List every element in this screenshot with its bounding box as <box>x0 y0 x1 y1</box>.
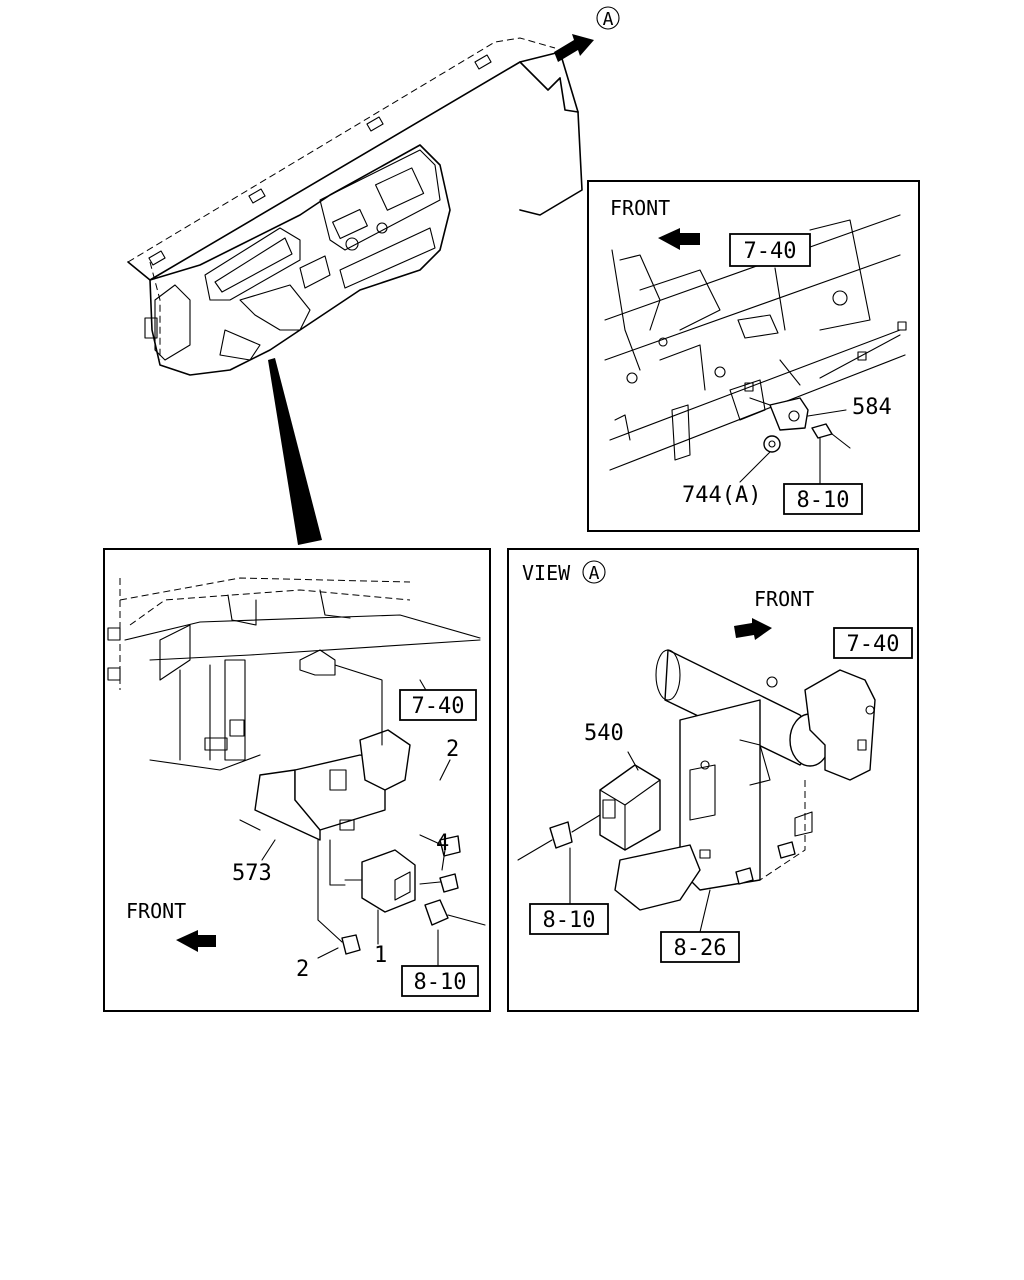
front-label-tr: FRONT <box>610 196 670 220</box>
ref-7-40-bl: 7-40 <box>412 694 465 719</box>
view-marker-circle <box>596 6 620 30</box>
panel-bottom-right: VIEW A FRONT <box>507 548 919 1012</box>
ref-7-40-tr: 7-40 <box>744 239 797 264</box>
part-744a: 744(A) <box>682 483 761 508</box>
front-arrow-icon <box>734 618 772 640</box>
view-marker-circle-br <box>582 560 606 584</box>
part-540: 540 <box>584 721 624 746</box>
ref-8-10-br: 8-10 <box>543 908 596 933</box>
ref-7-40-br: 7-40 <box>847 632 900 657</box>
view-marker-br: A <box>589 563 600 584</box>
part-4: 4 <box>436 831 449 856</box>
ref-8-26: 8-26 <box>674 936 727 961</box>
front-label-br: FRONT <box>754 587 814 611</box>
ref-box-7-40-bl <box>399 689 477 721</box>
ref-box-8-26 <box>660 931 740 963</box>
callout-leader <box>268 358 322 545</box>
view-arrow-icon <box>554 34 594 62</box>
view-marker-top: A <box>603 9 614 30</box>
ref-box-8-10-bl <box>401 965 479 997</box>
part-584: 584 <box>852 395 892 420</box>
front-label-bl: FRONT <box>126 899 186 923</box>
ref-8-10-tr: 8-10 <box>797 488 850 513</box>
panel-bottom-left: 7-40 8-10 2 4 573 2 1 FRONT <box>103 548 491 1012</box>
ref-box-7-40-br <box>833 627 913 659</box>
ref-box-8-10-tr <box>783 483 863 515</box>
view-label: VIEW <box>522 561 571 585</box>
panel-top-right: FRONT <box>587 180 920 532</box>
dashboard-illustration: A <box>127 6 620 545</box>
front-arrow-icon <box>658 228 700 250</box>
part-573: 573 <box>232 861 272 886</box>
part-1: 1 <box>374 943 387 968</box>
front-arrow-icon <box>176 930 216 952</box>
ref-box-7-40-tr <box>729 233 811 267</box>
ref-box-8-10-br <box>529 903 609 935</box>
part-2-lower: 2 <box>296 957 309 982</box>
part-2-upper: 2 <box>446 737 459 762</box>
ref-8-10-bl: 8-10 <box>414 970 467 995</box>
